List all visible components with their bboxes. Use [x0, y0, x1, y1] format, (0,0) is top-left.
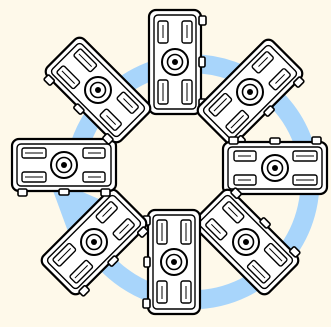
- projector-bottom: [141, 208, 202, 316]
- projector-right: [221, 135, 329, 196]
- projector-top: [147, 8, 208, 116]
- projector-left: [10, 137, 118, 198]
